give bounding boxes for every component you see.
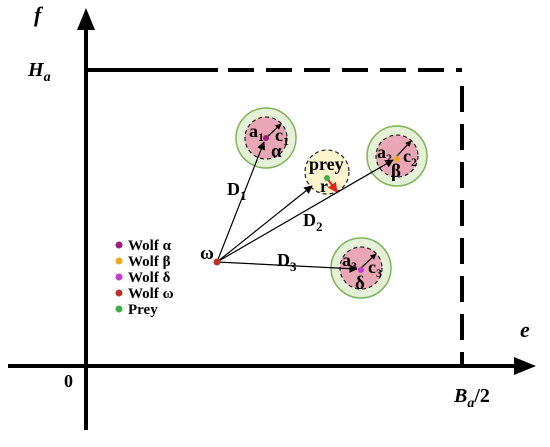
omega-wolf: ω D1 D2 D3 — [200, 141, 394, 274]
wolf-alpha-dot — [263, 135, 269, 141]
d2-label: D2 — [303, 210, 323, 234]
d-prey-vector — [216, 185, 313, 263]
b-label: Ba/2 — [453, 385, 490, 411]
y-axis-label: f — [34, 2, 44, 27]
svg-text:Wolf ω: Wolf ω — [128, 286, 174, 302]
svg-text:c2: c2 — [403, 146, 417, 169]
d1-label: D1 — [227, 179, 247, 203]
legend-item-wolf-omega: Wolf ω — [115, 286, 174, 302]
d1-vector — [216, 141, 266, 263]
svg-text:a1: a1 — [249, 121, 264, 144]
svg-text:r: r — [320, 176, 328, 196]
legend-item-wolf-alpha: Wolf α — [115, 238, 172, 254]
legend-item-prey: Prey — [115, 302, 158, 318]
prey-dot — [324, 175, 330, 181]
h-label: Ha — [27, 59, 51, 85]
svg-text:ω: ω — [200, 243, 214, 264]
svg-text:β: β — [391, 161, 401, 182]
wolf-delta-dot — [358, 267, 364, 273]
d3-vector — [216, 261, 358, 273]
wolf-alpha-region: a1 c1 α — [235, 107, 297, 169]
svg-text:Prey: Prey — [128, 302, 158, 318]
svg-text:Wolf β: Wolf β — [128, 254, 171, 270]
svg-text:α: α — [271, 141, 282, 162]
d2-vector — [216, 159, 394, 263]
svg-text:Wolf δ: Wolf δ — [128, 270, 171, 286]
wolf-omega-dot — [213, 258, 221, 266]
svg-text:c3: c3 — [368, 257, 382, 280]
svg-text:prey: prey — [309, 154, 344, 174]
svg-text:c1: c1 — [275, 125, 289, 148]
legend-item-wolf-delta: Wolf δ — [115, 270, 171, 286]
x-axis-arrowhead — [514, 357, 536, 375]
origin-label: 0 — [64, 371, 73, 391]
legend: Wolf α Wolf β Wolf δ Wolf ω Prey — [115, 238, 174, 318]
wolf-beta-region: a2 c2 β — [366, 125, 428, 187]
svg-text:δ: δ — [355, 273, 365, 294]
d3-label: D3 — [277, 250, 297, 274]
legend-item-wolf-beta: Wolf β — [115, 254, 171, 270]
y-axis-arrowhead — [77, 8, 95, 30]
wolf-beta-dot — [394, 156, 400, 162]
svg-text:Wolf α: Wolf α — [128, 238, 172, 254]
prey-region: prey r — [304, 149, 350, 196]
svg-text:a2: a2 — [377, 142, 392, 165]
x-axis-label: e — [520, 317, 530, 342]
